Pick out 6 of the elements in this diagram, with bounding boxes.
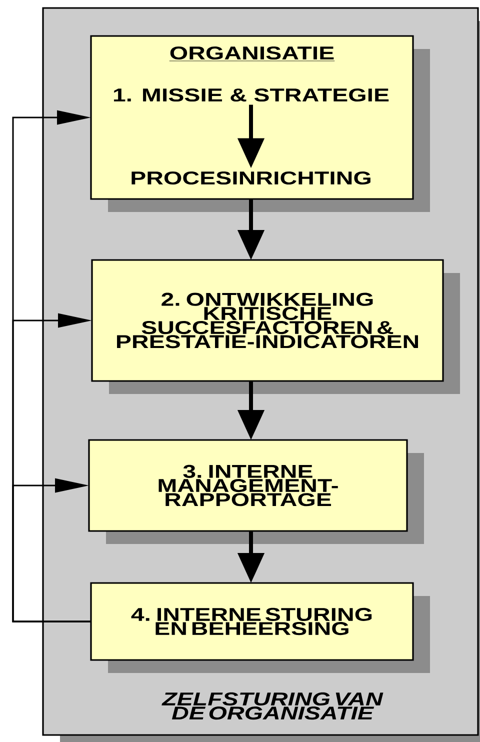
arrow — [12, 478, 91, 622]
step-text: 1. MISSIE & STRATEGIE — [114, 88, 389, 102]
process-box: 4. INTERNE STURING EN BEHEERSING — [90, 582, 430, 673]
process-box: 2. ONTWIKKELING KRITISCHE SUCCESFACTOREN & PRESTATIE-INDICATOREN — [91, 259, 460, 394]
step-text: PROCESINRICHTING — [132, 171, 370, 185]
process-box: 3. INTERNE MANAGEMENT-RAPPORTAGE — [88, 439, 424, 544]
